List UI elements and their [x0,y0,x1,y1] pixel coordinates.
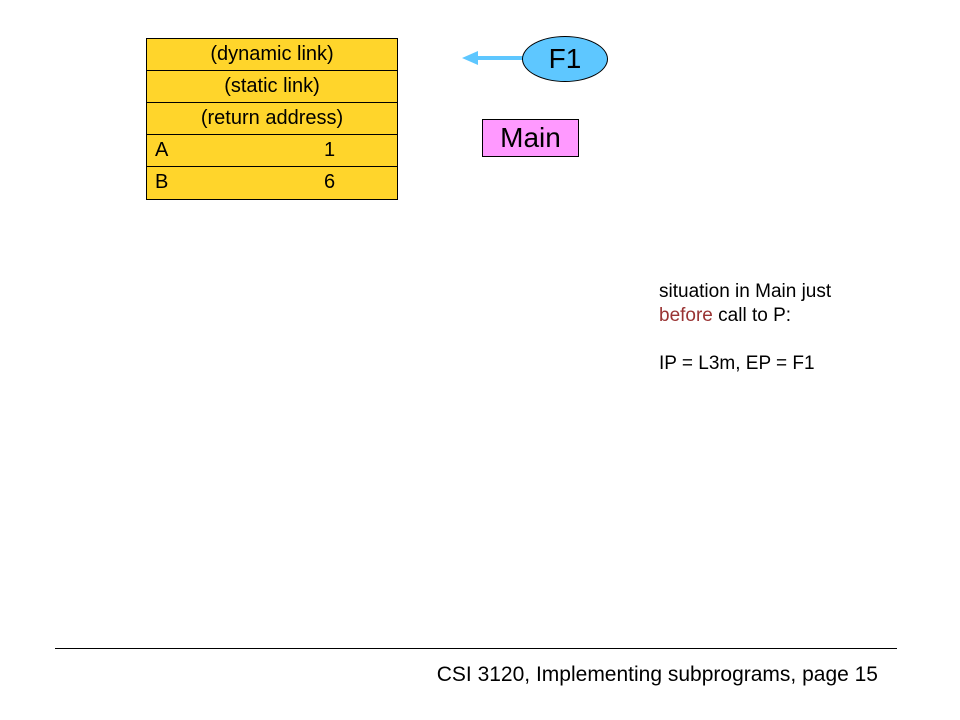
note-line-1: situation in Main just [659,281,832,302]
footer-caption: CSI 3120, Implementing subprograms, page… [436,663,878,686]
variable-a-value: 1 [324,139,336,161]
note-line-2-rest: call to P: [712,305,792,326]
note-line-2: before call to P: [659,304,831,328]
static-link-cell: (static link) [147,71,397,103]
return-address-cell: (return address) [147,103,397,135]
dynamic-link-cell: (dynamic link) [147,39,397,71]
note-highlight-before: before [659,305,713,326]
variable-b-value: 6 [324,171,336,193]
variable-b-cell: B 6 [147,167,397,199]
variable-b-name: B [155,171,169,193]
environment-pointer-f1: F1 [522,36,608,82]
variable-a-cell: A 1 [147,135,397,167]
situation-note: situation in Main just before call to P:… [659,280,831,376]
activation-record-main: (dynamic link) (static link) (return add… [146,38,398,200]
left-arrow-icon [462,51,524,65]
note-spacer [659,328,831,352]
note-line-3: IP = L3m, EP = F1 [659,353,815,374]
variable-a-name: A [155,139,169,161]
footer-divider [55,648,897,649]
main-label: Main [482,119,579,157]
